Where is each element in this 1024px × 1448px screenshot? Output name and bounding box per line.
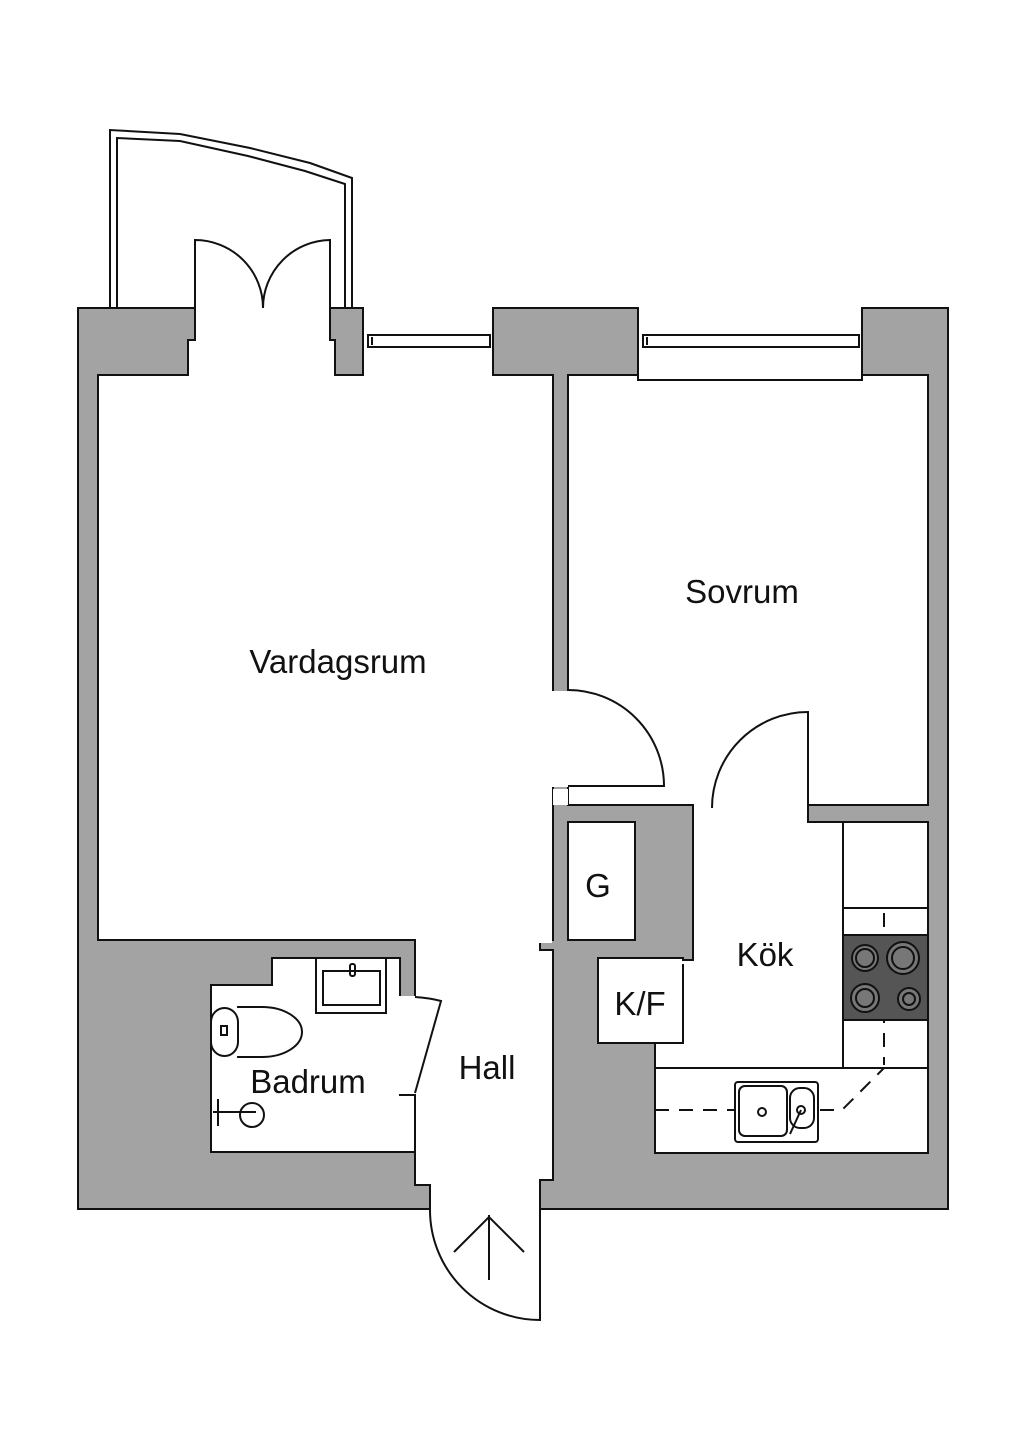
room-label-bedroom: Sovrum — [685, 573, 799, 610]
closet — [567, 821, 636, 941]
window-1 — [362, 307, 494, 381]
entry-arrow-icon — [453, 1215, 525, 1280]
balcony — [109, 128, 353, 308]
kitchen-door — [711, 710, 809, 809]
window-2 — [637, 307, 863, 381]
kitchen-sink — [734, 1081, 819, 1143]
room-label-bathroom: Badrum — [250, 1063, 366, 1100]
room-label-closet: G — [585, 867, 611, 904]
room-label-living: Vardagsrum — [249, 643, 427, 680]
label-fridge-freezer: K/F — [614, 985, 666, 1022]
bedroom-door — [567, 689, 666, 787]
toilet — [210, 1006, 303, 1058]
fridge-freezer — [597, 957, 684, 1044]
room-label-hall: Hall — [458, 1049, 516, 1086]
entry-door — [428, 1208, 541, 1322]
room-label-kitchen: Kök — [736, 936, 794, 973]
bathroom-door — [414, 996, 443, 1094]
shower — [213, 1099, 265, 1128]
bathroom-sink — [315, 957, 387, 1014]
